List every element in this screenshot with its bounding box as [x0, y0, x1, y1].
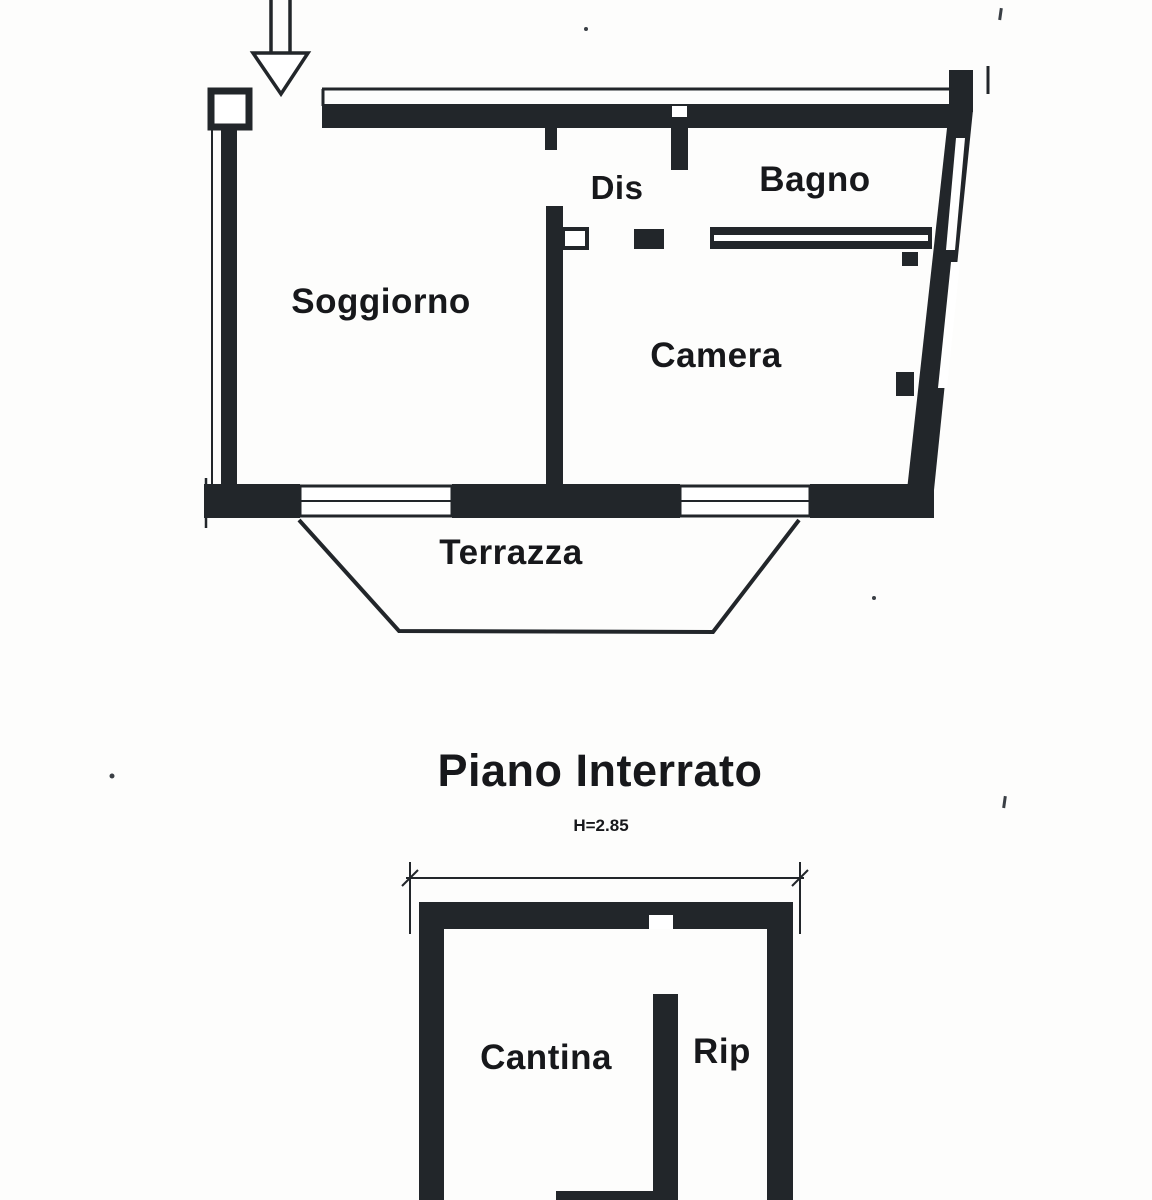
- entrance-arrow-icon: [249, 0, 312, 98]
- room-label-cantina: Cantina: [480, 1038, 612, 1077]
- room-label-rip: Rip: [693, 1032, 751, 1071]
- height-note: H=2.85: [573, 816, 629, 835]
- room-label-camera: Camera: [650, 336, 782, 375]
- section-title: Piano Interrato: [437, 745, 763, 796]
- room-label-dis: Dis: [590, 169, 644, 206]
- upper-plan-walls: [204, 66, 990, 635]
- room-label-soggiorno: Soggiorno: [291, 282, 471, 321]
- scan-specks: [109, 7, 1007, 809]
- room-label-bagno: Bagno: [759, 160, 871, 199]
- room-label-terrazza: Terrazza: [439, 533, 583, 572]
- lower-plan-walls: [401, 862, 809, 1200]
